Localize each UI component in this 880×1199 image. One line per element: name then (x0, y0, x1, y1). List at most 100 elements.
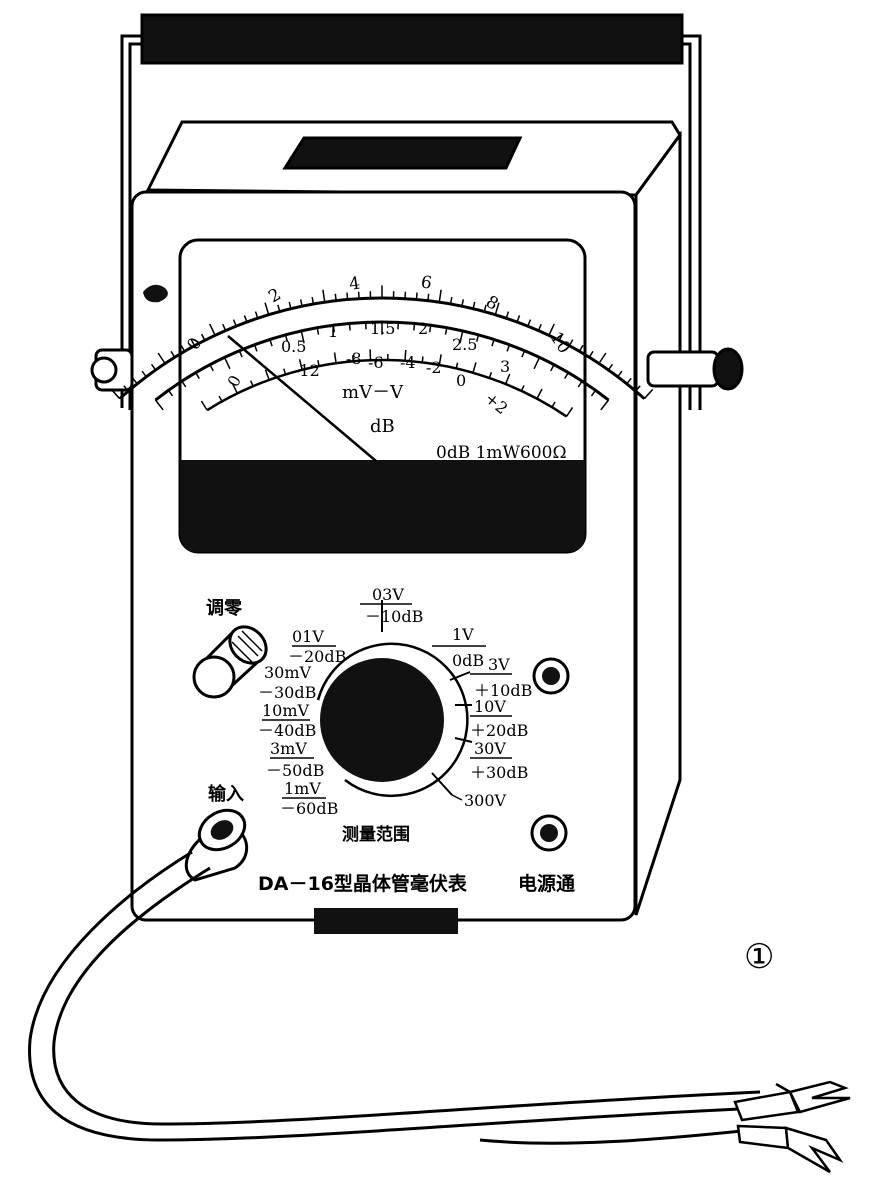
unit-label: mV－V (342, 382, 404, 403)
upper-scale-tick (209, 323, 216, 336)
middle-scale-tick (238, 350, 243, 358)
db-scale-tick (536, 388, 543, 399)
middle-scale-tick (284, 334, 289, 342)
middle-scale-tick (590, 389, 597, 397)
upper-scale-tick (346, 292, 349, 300)
range-label-v: 1mV (284, 779, 321, 798)
middle-scale-tick (600, 399, 610, 411)
db-scale-tick (472, 362, 477, 373)
upper-scale-tick (123, 385, 129, 392)
range-title: 测量范围 (342, 824, 410, 845)
zero-adjust-knob[interactable] (186, 620, 274, 706)
alligator-clip-upper (733, 1080, 851, 1122)
range-label-v: 3mV (270, 739, 307, 758)
range-label-db: －60dB (280, 799, 338, 818)
middle-scale-tick (167, 389, 174, 397)
middle-scale-tick (332, 325, 335, 333)
db-scale-tick (404, 349, 407, 361)
db-scale-tick (455, 362, 459, 369)
upper-scale-tick (438, 289, 442, 303)
db-scale-tick (250, 380, 254, 387)
middle-scale-label: 0.5 (281, 337, 306, 356)
upper-scale-tick (110, 388, 121, 400)
upper-scale-tick (461, 299, 465, 307)
middle-scale-label: 1.5 (370, 319, 395, 338)
upper-scale-tick (472, 301, 476, 309)
range-selector[interactable] (316, 600, 473, 798)
middle-scale-tick (550, 364, 555, 372)
reference-label: 0dB 1mW600Ω (436, 443, 567, 463)
range-label-v: 300V (464, 791, 507, 810)
db-scale-label: -4 (400, 353, 416, 372)
middle-scale-label: 3 (500, 357, 510, 376)
db-scale-tick (231, 383, 239, 394)
db-scale-arc (206, 358, 568, 418)
upper-scale-tick (578, 344, 584, 352)
power-label: 电源通 (518, 872, 576, 895)
range-label-v: 1V (452, 625, 474, 644)
upper-scale-tick (588, 350, 594, 358)
range-label-db: ＋10dB (474, 681, 532, 700)
upper-scale-tick (548, 323, 555, 336)
upper-scale-tick (311, 297, 315, 305)
upper-scale-tick (254, 311, 259, 319)
output-terminal[interactable] (532, 657, 570, 695)
upper-scale-tick (190, 339, 196, 347)
upper-scale-tick (643, 388, 654, 400)
upper-scale-label: 6 (419, 272, 433, 294)
middle-scale-label: 2 (418, 319, 428, 338)
range-label-db: －10dB (365, 607, 423, 626)
left-side-knob (90, 348, 134, 392)
range-label-v: 30mV (264, 663, 312, 682)
upper-scale-tick (527, 319, 532, 327)
input-cable (28, 850, 771, 1145)
upper-scale-arc (118, 296, 646, 400)
range-label-v: 30V (474, 739, 506, 758)
middle-scale-tick (577, 380, 583, 388)
upper-scale-tick (516, 315, 521, 323)
upper-scale-tick (157, 352, 166, 364)
upper-scale-tick (141, 370, 147, 378)
zero-adjust-label: 调零 (206, 598, 243, 619)
db-scale-tick (565, 407, 574, 417)
db-scale-tick (218, 395, 223, 402)
upper-scale-tick (322, 289, 326, 303)
middle-scale-label: 2.5 (452, 335, 477, 354)
middle-scale-tick (506, 344, 511, 352)
middle-scale-tick (564, 372, 569, 380)
upper-scale-tick (635, 385, 641, 392)
db-scale-tick (520, 385, 525, 392)
range-label-db: －20dB (288, 647, 346, 666)
db-scale-tick (283, 368, 287, 375)
range-label-db: ＋20dB (470, 721, 528, 740)
meter-scale (110, 285, 654, 418)
range-label-v: 01V (292, 627, 324, 646)
input-label: 输入 (208, 783, 244, 805)
middle-scale-label: 1 (328, 322, 338, 341)
upper-scale-tick (150, 363, 157, 371)
range-label-db: －50dB (266, 761, 324, 780)
upper-scale-tick (180, 344, 186, 352)
db-scale-label: 0 (456, 371, 466, 390)
upper-scale-tick (483, 304, 487, 312)
middle-scale-tick (429, 325, 432, 333)
upper-scale-tick (222, 323, 227, 331)
range-label-db: －40dB (258, 721, 316, 740)
middle-scale-tick (181, 380, 187, 388)
figure-number: ① (744, 937, 774, 977)
input-connector[interactable] (184, 802, 252, 882)
upper-scale-tick (132, 377, 138, 385)
middle-scale-tick (154, 399, 164, 411)
upper-scale-tick (288, 301, 292, 309)
meter-window (178, 238, 587, 554)
range-label-db: ＋30dB (470, 763, 528, 782)
db-scale-tick (264, 369, 270, 381)
middle-scale-tick (533, 357, 541, 370)
middle-scale-tick (491, 339, 495, 347)
case-foot (314, 908, 458, 934)
db-label: dB (370, 416, 395, 437)
middle-scale-tick (269, 339, 273, 347)
upper-scale-tick (537, 323, 542, 331)
model-label: DA－16型晶体管毫伏表 (258, 872, 468, 895)
upper-scale-tick (334, 293, 337, 301)
